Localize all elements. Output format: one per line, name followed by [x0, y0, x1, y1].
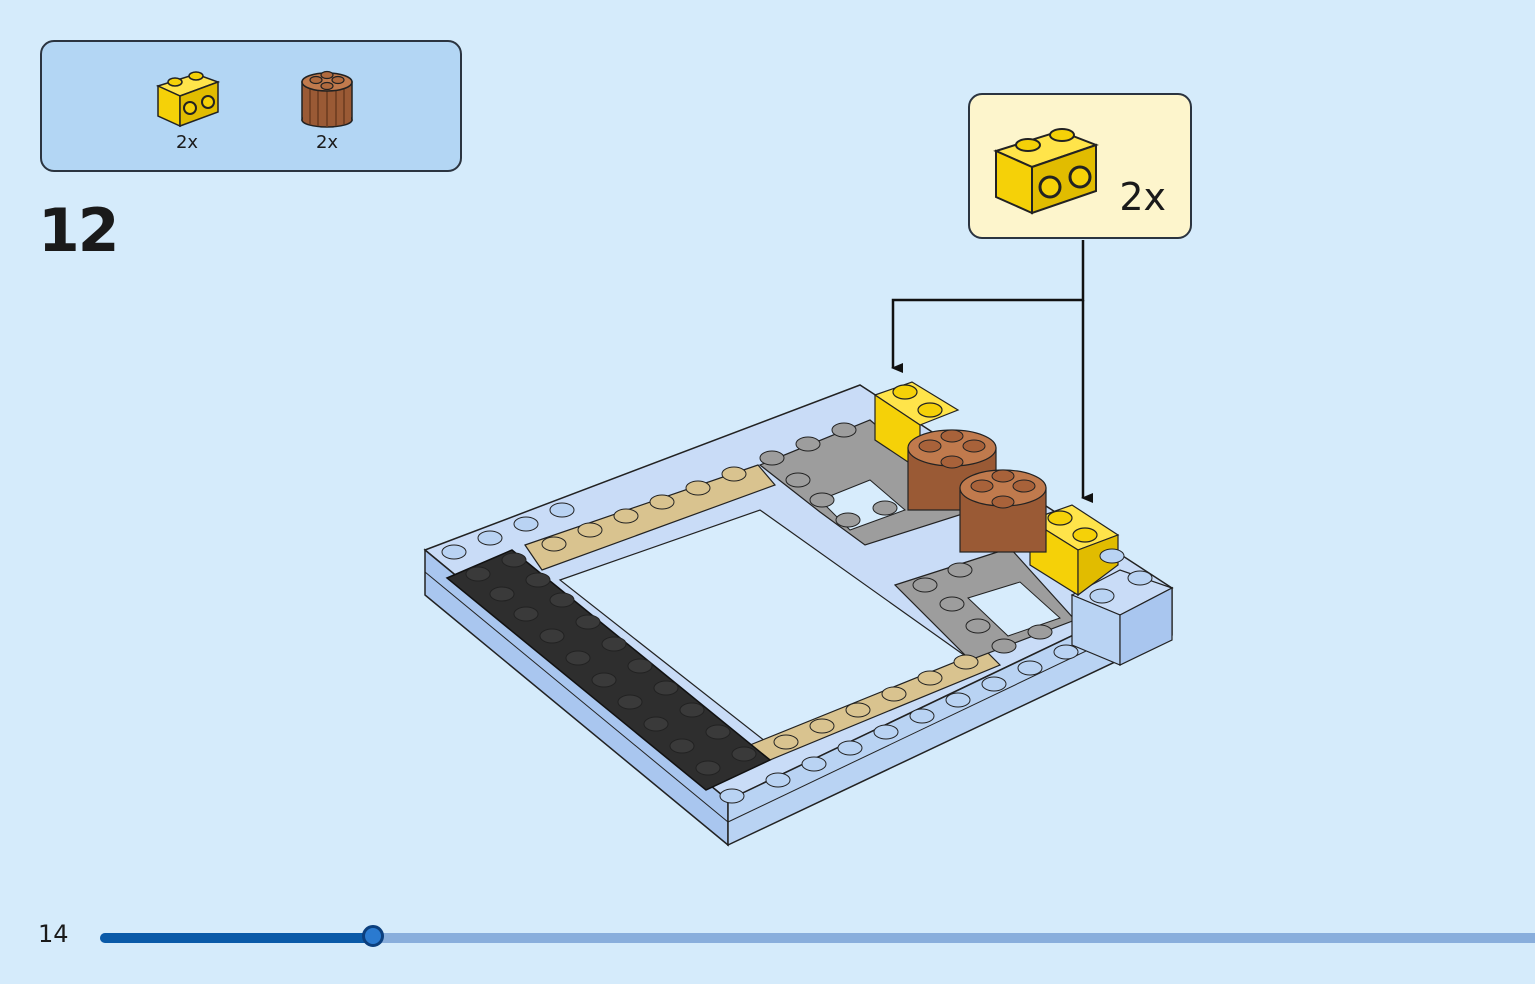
studs — [441, 422, 1153, 804]
brown-round-brick-back — [907, 429, 997, 511]
part-quantity: 2x — [175, 132, 199, 153]
progress-bar — [100, 925, 1535, 947]
part-item-brown-round-brick: 2x — [287, 64, 367, 153]
step-number: 12 — [38, 196, 119, 266]
tan-tile-back — [524, 464, 777, 571]
progress-fill — [100, 933, 373, 943]
parts-list-panel: 2x 2x — [40, 40, 462, 172]
progress-handle — [361, 925, 384, 947]
sub-step-callout: 2x — [968, 93, 1192, 239]
yellow-brick-1x2-with-side-studs-icon — [993, 128, 1099, 215]
placement-arrows — [891, 240, 1093, 503]
yellow-brick-1x2-with-side-studs-icon — [155, 71, 221, 128]
brown-round-brick-front — [959, 469, 1047, 553]
brown-round-brick-2x2-icon — [301, 70, 353, 128]
part-quantity: 2x — [315, 132, 339, 153]
callout-quantity: 2x — [1119, 175, 1166, 219]
part-item-yellow-brick: 2x — [147, 64, 227, 153]
yellow-brick-back — [873, 381, 960, 472]
page-number: 14 — [38, 920, 69, 948]
